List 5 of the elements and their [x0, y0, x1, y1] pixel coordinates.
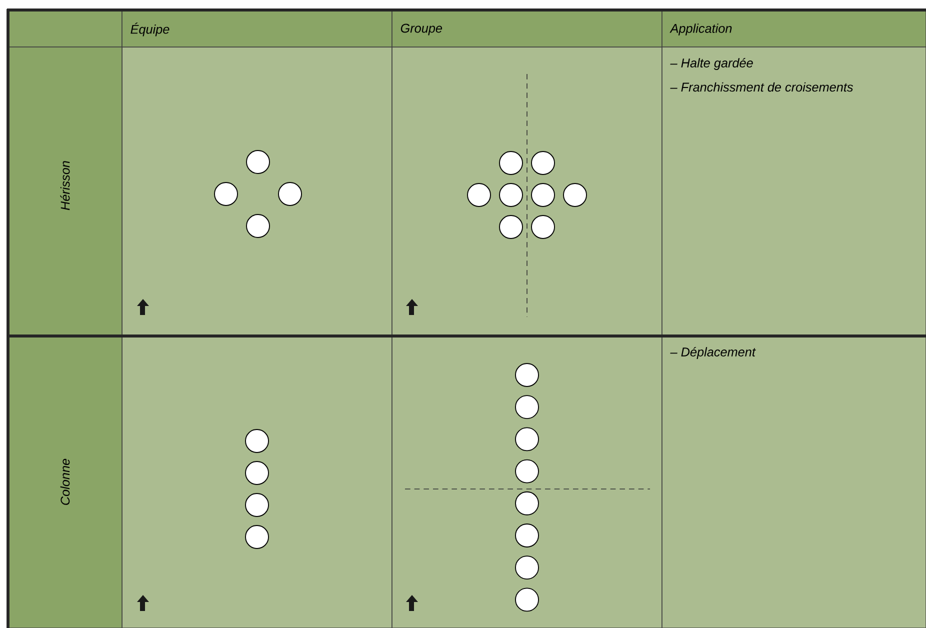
row-header: Colonne: [8, 336, 122, 628]
column-header: Groupe: [392, 10, 662, 48]
table-cell: – Halte gardée – Franchissment de croisements: [662, 46, 926, 336]
table-cell: – Déplacement: [662, 336, 926, 628]
column-header: Application: [662, 10, 926, 48]
